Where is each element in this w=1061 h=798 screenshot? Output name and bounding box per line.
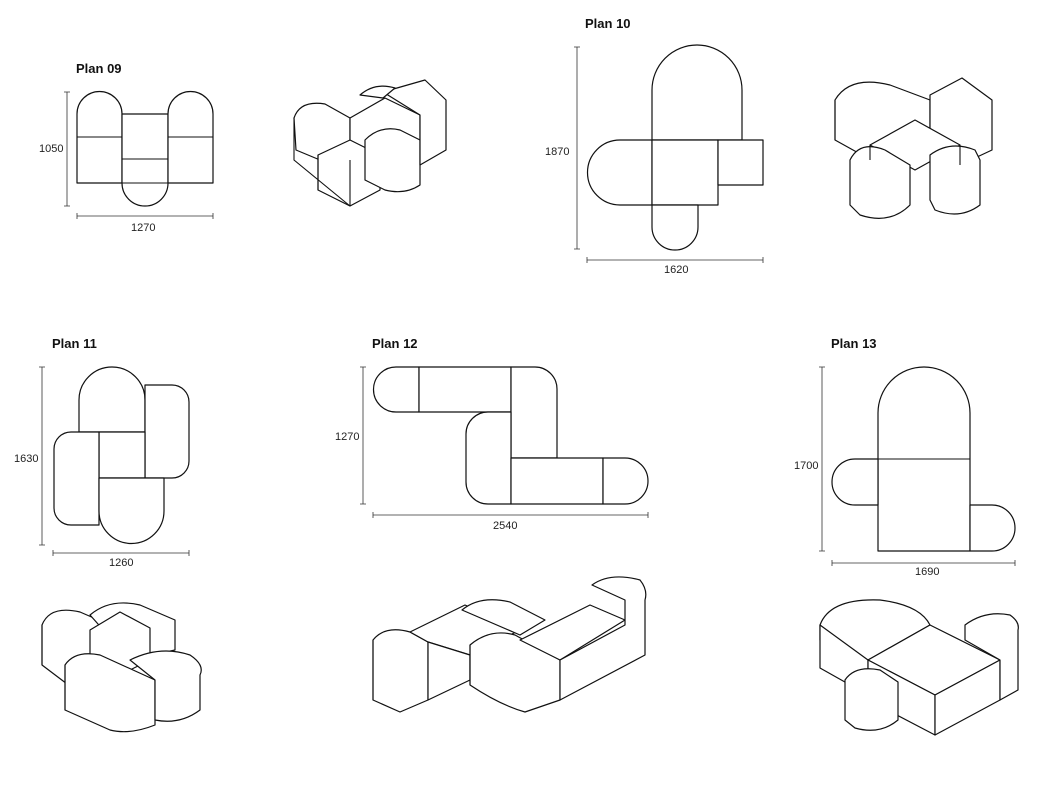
dimension-height: 1050 bbox=[39, 91, 70, 207]
plan-11-top-view bbox=[53, 366, 190, 545]
plan-11: Plan 11 1630 1260 bbox=[14, 336, 202, 733]
dimension-width: 2540 bbox=[372, 512, 649, 532]
plan-10-top-view bbox=[586, 44, 764, 251]
plan-13-isometric-view bbox=[819, 599, 1019, 736]
plan-09-isometric-view bbox=[293, 79, 447, 207]
svg-text:1870: 1870 bbox=[545, 146, 569, 158]
plan-09-top-view bbox=[76, 90, 214, 207]
plan-13-top-view bbox=[831, 366, 1016, 552]
plan-13: Plan 13 1700 1690 bbox=[794, 336, 1019, 736]
svg-text:1270: 1270 bbox=[131, 222, 155, 234]
plan-title: Plan 11 bbox=[52, 336, 97, 351]
svg-text:1260: 1260 bbox=[109, 557, 133, 569]
dimension-height: 1870 bbox=[545, 46, 580, 250]
plan-title: Plan 10 bbox=[585, 16, 631, 31]
svg-text:1050: 1050 bbox=[39, 143, 63, 155]
plan-12: Plan 12 1270 2540 bbox=[335, 336, 649, 713]
dimension-width: 1690 bbox=[831, 560, 1016, 578]
plan-12-isometric-view bbox=[372, 576, 647, 713]
svg-text:1270: 1270 bbox=[335, 431, 359, 443]
plan-title: Plan 13 bbox=[831, 336, 877, 351]
plan-10-isometric-view bbox=[834, 77, 993, 219]
dimension-width: 1270 bbox=[76, 213, 214, 234]
plan-10: Plan 10 1870 1620 bbox=[545, 16, 993, 276]
svg-text:1690: 1690 bbox=[915, 566, 939, 578]
dimension-width: 1260 bbox=[52, 550, 190, 569]
dimension-height: 1270 bbox=[335, 366, 366, 505]
plan-11-isometric-view bbox=[41, 602, 202, 733]
svg-text:1700: 1700 bbox=[794, 460, 818, 472]
plan-title: Plan 12 bbox=[372, 336, 418, 351]
plan-12-top-view bbox=[372, 366, 649, 505]
svg-text:1620: 1620 bbox=[664, 264, 688, 276]
svg-text:1630: 1630 bbox=[14, 453, 38, 465]
dimension-height: 1700 bbox=[794, 366, 825, 552]
svg-text:2540: 2540 bbox=[493, 520, 517, 532]
plan-title: Plan 09 bbox=[76, 61, 122, 76]
dimension-height: 1630 bbox=[14, 366, 45, 546]
dimension-width: 1620 bbox=[586, 257, 764, 276]
plan-09: Plan 09 1050 1270 bbox=[39, 61, 447, 234]
